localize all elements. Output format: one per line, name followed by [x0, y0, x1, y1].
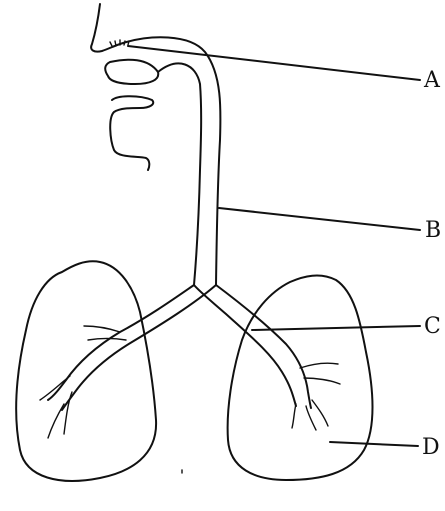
leader-line-c — [252, 326, 420, 330]
leader-line-d — [330, 442, 418, 446]
leader-line-b — [219, 208, 420, 230]
bronchi — [48, 285, 311, 410]
leader-line-a — [128, 46, 420, 80]
nasal-passage — [105, 37, 220, 285]
left-lung — [16, 261, 156, 481]
right-bronchioles — [292, 363, 340, 430]
label-a: A — [424, 70, 440, 92]
label-d: D — [422, 437, 440, 459]
label-c: C — [424, 316, 441, 338]
label-b: B — [425, 220, 441, 242]
right-lung — [228, 276, 373, 480]
mouth-outline — [110, 96, 153, 170]
